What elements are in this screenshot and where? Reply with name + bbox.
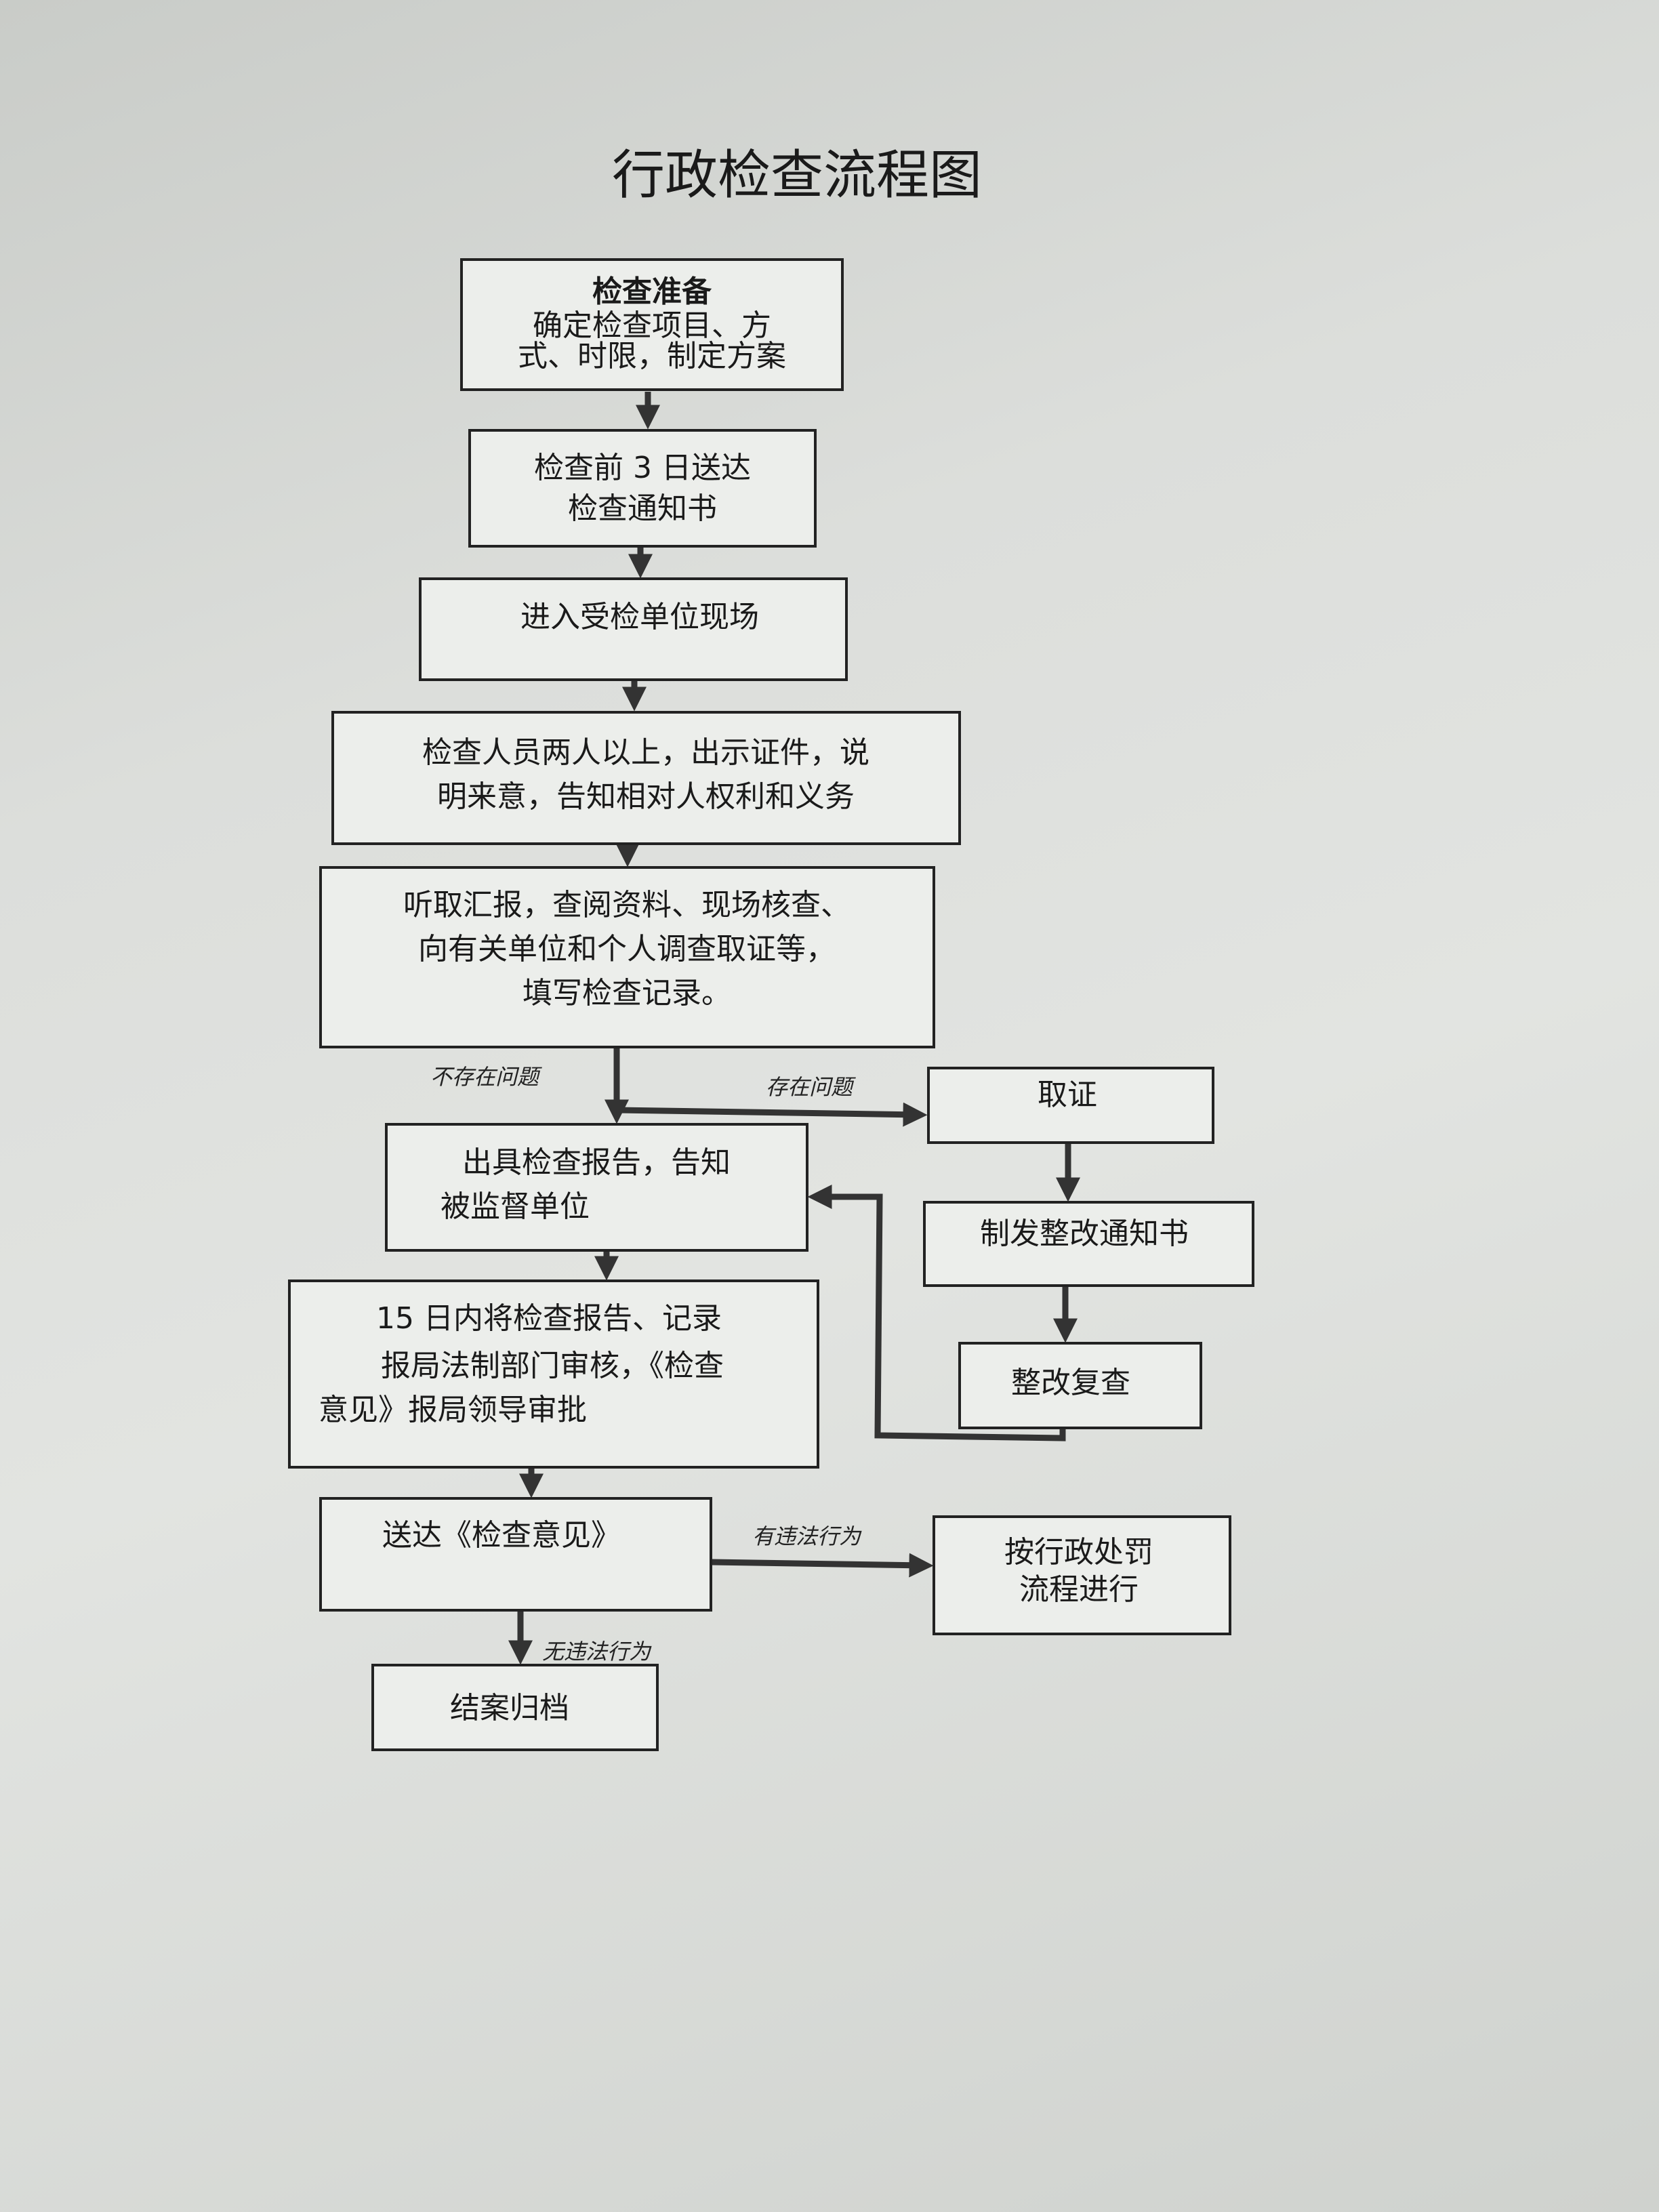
node-evidence: 取证 [927,1067,1214,1144]
arrow-investigate-evidence [616,1102,928,1127]
node-report: 出具检查报告，告知 被监督单位 [385,1123,808,1252]
node-text: 被监督单位 [441,1189,590,1224]
edge-label-no-violation: 无违法行为 [542,1639,652,1664]
node-text: 听取汇报，查阅资料、现场核查、 [403,888,851,922]
node-rectify-notice: 制发整改通知书 [923,1201,1254,1287]
node-text: 检查前 3 日送达 [534,451,751,485]
node-deliver: 送达《检查意见》 [319,1497,712,1612]
edge-label-violation: 有违法行为 [752,1523,862,1549]
node-enter: 进入受检单位现场 [419,577,848,681]
node-text: 结案归档 [450,1691,569,1725]
node-prepare: 检查准备 确定检查项目、方 式、时限，制定方案 [460,258,844,391]
edge-label-no-problem: 不存在问题 [430,1064,542,1090]
node-text: 检查通知书 [568,491,717,526]
node-penalty: 按行政处罚 流程进行 [933,1515,1231,1635]
node-investigate: 听取汇报，查阅资料、现场核查、 向有关单位和个人调查取证等， 填写检查记录。 [319,866,935,1048]
node-heading: 检查准备 [592,274,712,309]
node-text: 进入受检单位现场 [520,600,759,634]
node-text: 15 日内将检查报告、记录 [376,1301,722,1336]
node-text: 向有关单位和个人调查取证等， [418,932,836,966]
node-text: 流程进行 [1019,1572,1139,1607]
node-text: 报局法制部门审核，《检查 [381,1349,724,1383]
arrow-recheck-report [807,1185,1066,1441]
node-text: 取证 [1038,1078,1097,1112]
node-recheck: 整改复查 [958,1342,1202,1429]
node-text: 式、时限，制定方案 [518,339,786,373]
node-review: 15 日内将检查报告、记录 报局法制部门审核，《检查 意见》报局领导审批 [288,1279,819,1469]
node-archive: 结案归档 [371,1664,659,1751]
arrow-deliver-penalty [711,1553,934,1578]
node-text: 按行政处罚 [1004,1535,1153,1570]
node-text: 送达《检查意见》 [382,1518,621,1553]
node-notice: 检查前 3 日送达 检查通知书 [468,429,817,548]
node-text: 制发整改通知书 [980,1216,1189,1251]
node-text: 明来意，告知相对人权利和义务 [437,779,855,814]
node-text: 整改复查 [1011,1366,1130,1400]
node-text: 确定检查项目、方 [533,308,771,343]
page-title: 行政检查流程图 [612,145,982,206]
node-text: 填写检查记录。 [523,976,731,1010]
node-text: 意见》报局领导审批 [319,1393,587,1427]
edge-label-problem: 存在问题 [766,1074,856,1100]
node-identify: 检查人员两人以上，出示证件，说 明来意，告知相对人权利和义务 [331,711,961,845]
node-text: 检查人员两人以上，出示证件，说 [422,735,869,770]
edges [508,392,1080,1665]
node-text: 出具检查报告，告知 [462,1145,731,1180]
